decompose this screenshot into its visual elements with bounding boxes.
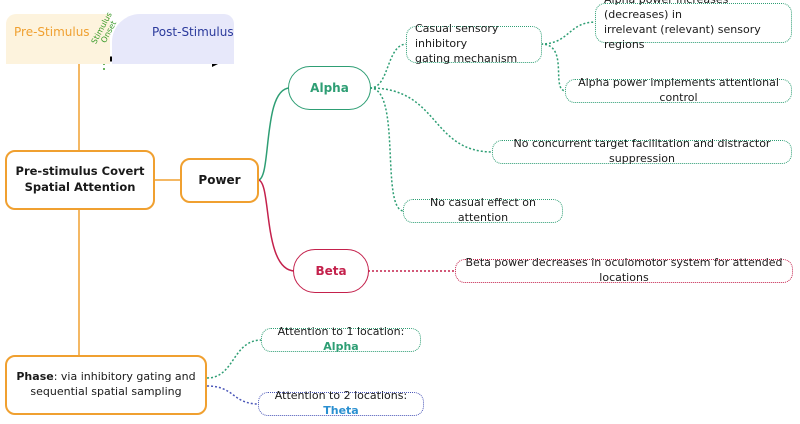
- leaf-no-concurrent: No concurrent target facilitation and di…: [492, 137, 792, 165]
- leaf-att1-line: Attention to 1 location: Alpha: [270, 325, 412, 355]
- phase-prefix: Phase: [16, 370, 54, 384]
- post-stimulus-panel: [112, 14, 234, 64]
- alpha-to-no-concurrent: [369, 87, 494, 153]
- root-line1: Pre-stimulus Covert: [15, 164, 145, 179]
- alpha-to-no-casual: [369, 87, 405, 212]
- leaf-att1-band: Alpha: [323, 340, 359, 353]
- leaf-no-concurrent-text: No concurrent target facilitation and di…: [513, 137, 771, 165]
- root-line2: Spatial Attention: [24, 180, 136, 194]
- leaf-beta-decreases: Beta power decreases in oculomotor syste…: [455, 256, 793, 284]
- pre-stimulus-panel: [6, 14, 110, 64]
- power-to-alpha: [257, 87, 291, 181]
- leaf-beta-text: Beta power decreases in oculomotor syste…: [465, 256, 783, 284]
- gating-to-control: [540, 43, 567, 92]
- leaf-att1-text: Attention to 1 location:: [277, 325, 405, 339]
- leaf-gating-line2: gating mechanism: [415, 51, 518, 65]
- leaf-power-inc-line2: irrelevant (relevant) sensory regions: [604, 23, 761, 51]
- leaf-attention-one-location: Attention to 1 location: Alpha: [261, 325, 421, 355]
- power-node: Power: [180, 158, 259, 203]
- leaf-att2-line: Attention to 2 locations: Theta: [267, 389, 415, 419]
- phase-to-att2: [206, 385, 260, 405]
- leaf-no-casual-text: No casual effect on attention: [430, 196, 536, 224]
- pre-stimulus-label: Pre-Stimulus: [14, 25, 90, 39]
- alpha-node: Alpha: [288, 66, 371, 110]
- leaf-power-increases: Alpha power increases (decreases) in irr…: [595, 0, 792, 51]
- phase-line2: sequential spatial sampling: [30, 385, 182, 398]
- power-label: Power: [198, 173, 241, 188]
- alpha-to-gating: [369, 43, 408, 89]
- leaf-att2-band: Theta: [323, 404, 359, 417]
- phase-line1: Phase: via inhibitory gating and: [16, 370, 195, 385]
- leaf-power-inc-line1: Alpha power increases (decreases) in: [604, 0, 728, 22]
- phase-node: Phase: via inhibitory gating and sequent…: [5, 355, 207, 415]
- leaf-gating-line1: Casual sensory inhibitory: [415, 22, 499, 51]
- leaf-attentional-control: Alpha power implements attentional contr…: [565, 76, 792, 104]
- beta-label: Beta: [315, 263, 347, 278]
- leaf-control-text: Alpha power implements attentional contr…: [578, 76, 779, 104]
- leaf-attention-two-locations: Attention to 2 locations: Theta: [258, 389, 424, 419]
- leaf-no-casual-effect: No casual effect on attention: [403, 196, 563, 224]
- leaf-gating-mechanism: Casual sensory inhibitory gating mechani…: [406, 22, 542, 65]
- phase-rest: : via inhibitory gating and: [53, 370, 196, 384]
- root-node: Pre-stimulus Covert Spatial Attention: [5, 150, 155, 210]
- leaf-att2-text: Attention to 2 locations:: [274, 389, 408, 403]
- alpha-label: Alpha: [310, 80, 349, 95]
- post-stimulus-label: Post-Stimulus: [152, 25, 234, 39]
- beta-node: Beta: [293, 249, 369, 293]
- gating-to-power-inc: [540, 21, 597, 45]
- power-to-beta: [257, 179, 296, 272]
- phase-to-att1: [206, 339, 263, 379]
